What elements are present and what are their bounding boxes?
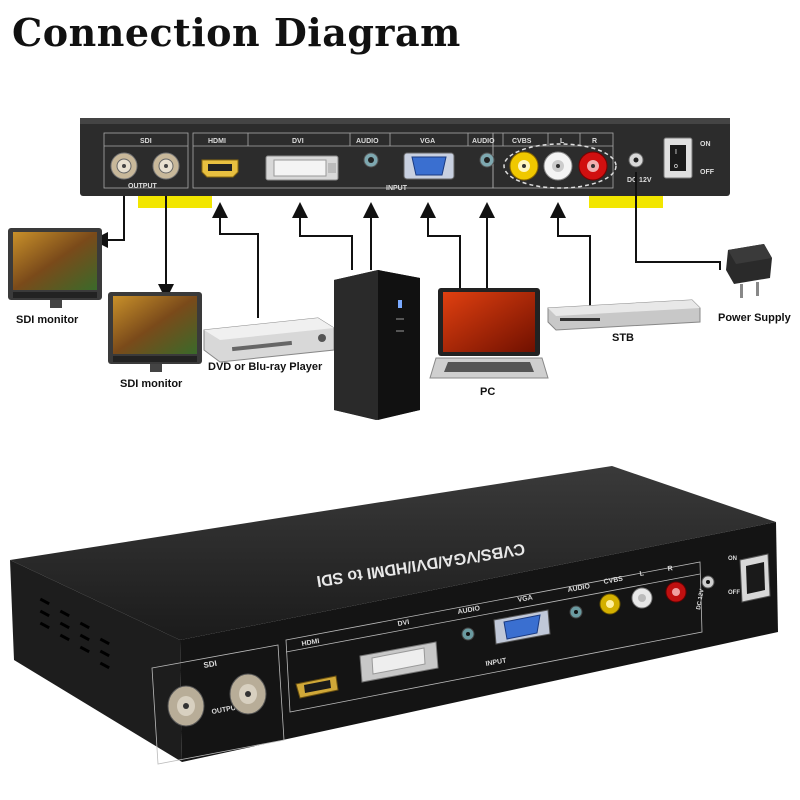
vga-port: [403, 152, 455, 180]
dvd-player-label: DVD or Blu-ray Player: [208, 361, 323, 373]
hdmi-port: [201, 159, 239, 178]
vga-input-line: [420, 202, 461, 290]
product-on-label: ON: [728, 556, 737, 562]
panel-audio2-label: AUDIO: [472, 138, 495, 145]
product-audio-jack-2: [569, 605, 583, 619]
svg-text:o: o: [674, 163, 678, 170]
power-adapter: [726, 244, 772, 298]
product-audio-r-rca: [665, 581, 687, 603]
diagram-title: Connection Diagram: [12, 10, 461, 55]
panel-off-label: OFF: [700, 169, 715, 176]
product-r-label: R: [667, 565, 673, 573]
product-off-label: OFF: [728, 590, 740, 596]
hdmi-input-line: [212, 202, 259, 318]
dvi-input-line: [292, 202, 353, 270]
sdi-monitor-2-label: SDI monitor: [120, 378, 183, 390]
audio-r-rca-jack: [578, 151, 608, 181]
product-audio1-label: AUDIO: [457, 605, 481, 616]
panel-dc-label: DC 12V: [627, 177, 652, 184]
product-dc-jack: [701, 575, 715, 589]
audio-jack-1: [363, 152, 379, 168]
product-vga-port: [493, 609, 551, 645]
panel-output-label: OUTPUT: [128, 183, 158, 190]
panel-on-label: ON: [700, 141, 711, 148]
panel-audio1-label: AUDIO: [356, 138, 379, 145]
stb-label: STB: [612, 332, 634, 344]
rca-input-line: [550, 202, 591, 306]
product-hdmi-label: HDMI: [301, 638, 320, 648]
dvd-player: [203, 317, 335, 363]
audio-l-rca-jack: [543, 151, 573, 181]
product-vga-label: VGA: [517, 594, 533, 604]
product-dvi-port: [359, 641, 439, 683]
panel-sdi-label: SDI: [140, 138, 152, 145]
pc-label: PC: [480, 386, 496, 398]
sdi-output-connector-2: [152, 152, 180, 180]
product-audio2-label: AUDIO: [567, 583, 591, 594]
dvi-port: [265, 155, 339, 181]
product-hdmi-port: [295, 675, 339, 699]
connection-lines: [92, 172, 721, 318]
product-bnc-2: [229, 673, 267, 715]
power-highlight: [589, 196, 663, 208]
product-cvbs-rca: [599, 593, 621, 615]
sdi-monitor-2: [108, 292, 202, 372]
set-top-box: [547, 299, 701, 331]
product-bnc-1: [167, 685, 205, 727]
sdi-monitor-1: [8, 228, 102, 308]
power-line: [635, 172, 721, 270]
product-audio-l-rca: [631, 587, 653, 609]
product-dvi-label: DVI: [397, 619, 410, 628]
panel-r-label: R: [592, 138, 597, 145]
product-l-label: L: [639, 570, 645, 578]
product-audio-jack-1: [461, 627, 475, 641]
dc-power-jack: [628, 152, 644, 168]
power-switch: I o: [663, 137, 693, 179]
vent-slots: [39, 597, 110, 670]
product-cvbs-label: CVBS: [603, 576, 624, 586]
panel-dvi-label: DVI: [292, 138, 304, 145]
sdi-monitor-1-label: SDI monitor: [16, 314, 79, 326]
laptop-pc: [429, 288, 549, 379]
sdi-output-connector-1: [110, 152, 138, 180]
panel-vga-label: VGA: [420, 138, 435, 145]
product-sdi-label: SDI: [203, 659, 218, 670]
panel-hdmi-label: HDMI: [208, 138, 226, 145]
audio-jack-2: [479, 152, 495, 168]
panel-l-label: L: [560, 138, 565, 145]
panel-cvbs-label: CVBS: [512, 138, 532, 145]
product-dc-label: DC 12V: [696, 589, 706, 611]
tower-computer: [334, 270, 420, 420]
svg-text:I: I: [675, 149, 677, 156]
product-unit: CVBS/VGA/DVI/HDMI to SDI SDI OUTPUT HDMI…: [10, 466, 778, 765]
sdi-output-1-line: [92, 196, 125, 248]
sdi-output-highlight: [138, 196, 212, 208]
rear-panel: SDI OUTPUT HDMI DVI AUDIO VGA AUDIO CVBS…: [80, 118, 730, 208]
panel-input-label: INPUT: [386, 185, 408, 192]
power-supply-label: Power Supply: [718, 312, 791, 324]
cvbs-rca-jack: [509, 151, 539, 181]
product-power-switch: [739, 553, 771, 603]
product-input-label: INPUT: [485, 657, 508, 668]
